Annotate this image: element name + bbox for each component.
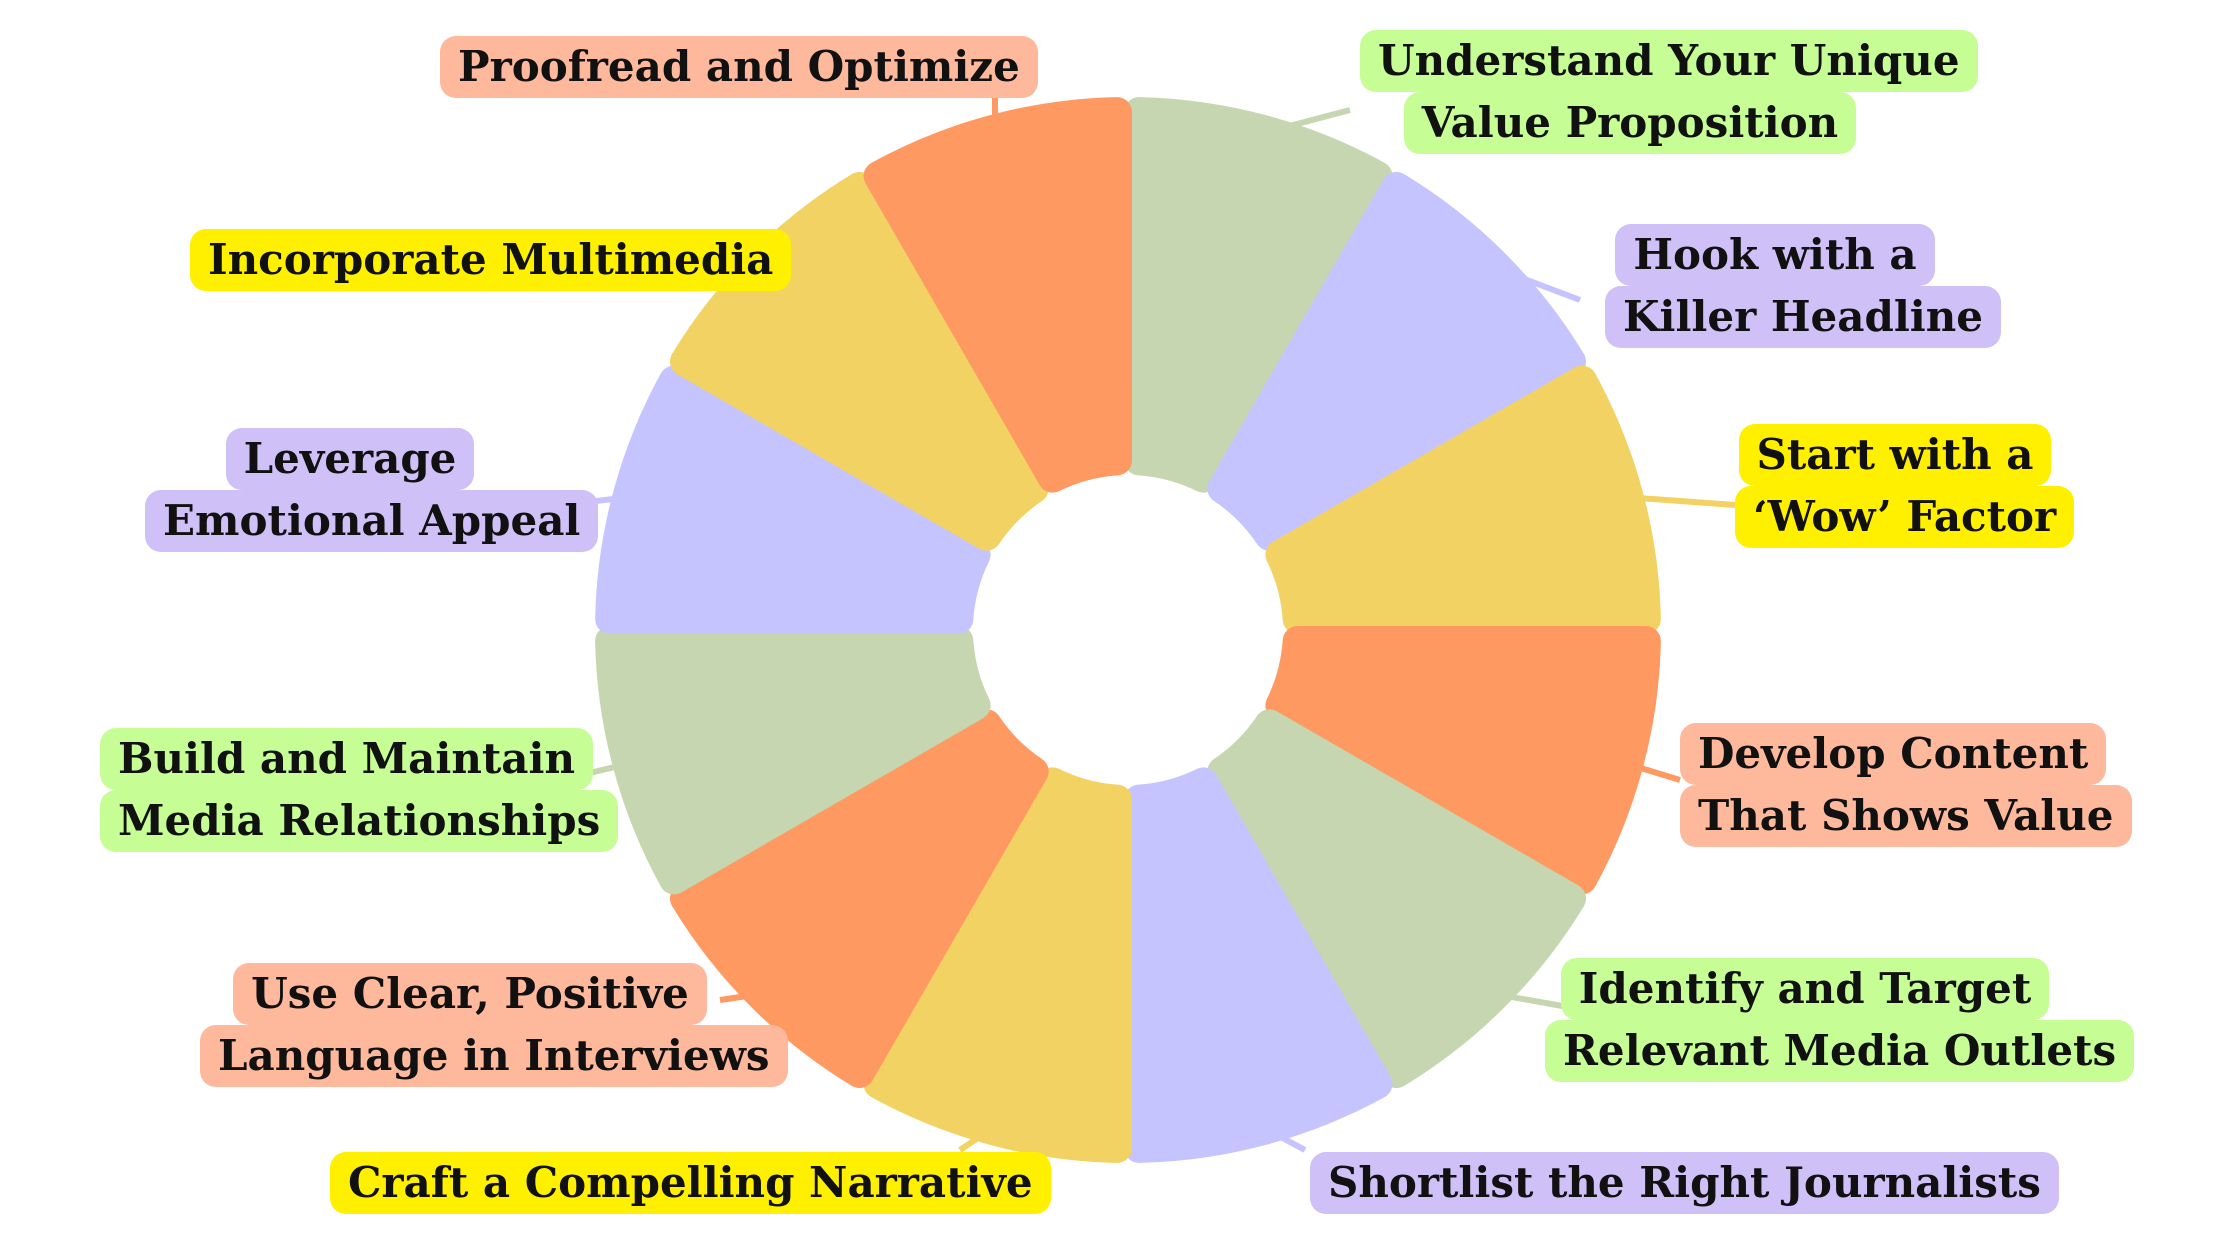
label-start-wow-factor: Start with a ‘Wow’ Factor [1735,424,2075,548]
label-line: Hook with a [1615,224,1935,286]
wheel-segment-emotional-appeal [595,365,991,635]
wheel-segment-identify-target [1207,709,1586,1088]
wheel-segment-clear-language [670,709,1049,1088]
wheel-segment-hook [1207,172,1586,551]
label-line: Start with a [1738,424,2052,486]
label-line: That Shows Value [1680,785,2132,847]
label-understand-value-proposition: Understand Your Unique Value Proposition [1360,30,1978,154]
label-line: Leverage [225,428,475,490]
wheel-segment-shortlist [1123,767,1393,1163]
label-proofread-optimize: Proofread and Optimize [440,36,1038,98]
wheel-segment-craft-narrative [863,767,1133,1163]
wheel-segment-start-wow [1265,365,1661,635]
label-line: Incorporate Multimedia [190,229,792,291]
label-line: Shortlist the Right Journalists [1310,1152,2059,1214]
wheel-segment-proofread [863,97,1133,493]
label-clear-positive-language: Use Clear, Positive Language in Intervie… [200,963,788,1087]
label-line: ‘Wow’ Factor [1735,486,2075,548]
label-line: Killer Headline [1605,286,2001,348]
wheel-segments [595,97,1661,1163]
label-line: Build and Maintain [100,728,593,790]
label-line: Identify and Target [1560,958,2050,1020]
label-incorporate-multimedia: Incorporate Multimedia [190,229,792,291]
label-line: Value Proposition [1403,92,1857,154]
label-craft-narrative: Craft a Compelling Narrative [330,1152,1051,1214]
label-identify-target-outlets: Identify and Target Relevant Media Outle… [1545,958,2135,1082]
label-line: Proofread and Optimize [440,36,1038,98]
label-line: Language in Interviews [200,1025,788,1087]
label-line: Develop Content [1680,723,2107,785]
label-shortlist-journalists: Shortlist the Right Journalists [1310,1152,2059,1214]
label-build-media-relationships: Build and Maintain Media Relationships [100,728,619,852]
wheel-segment-develop-content [1265,625,1661,895]
label-hook-killer-headline: Hook with a Killer Headline [1605,224,2001,348]
wheel-segment-build-relationships [595,625,991,895]
label-line: Emotional Appeal [145,490,599,552]
label-line: Use Clear, Positive [233,963,707,1025]
wheel-segment-understand [1123,97,1393,493]
label-line: Craft a Compelling Narrative [330,1152,1051,1214]
label-line: Media Relationships [100,790,619,852]
label-line: Understand Your Unique [1360,30,1978,92]
label-line: Relevant Media Outlets [1545,1020,2135,1082]
label-develop-content: Develop Content That Shows Value [1680,723,2132,847]
label-leverage-emotional-appeal: Leverage Emotional Appeal [145,428,599,552]
